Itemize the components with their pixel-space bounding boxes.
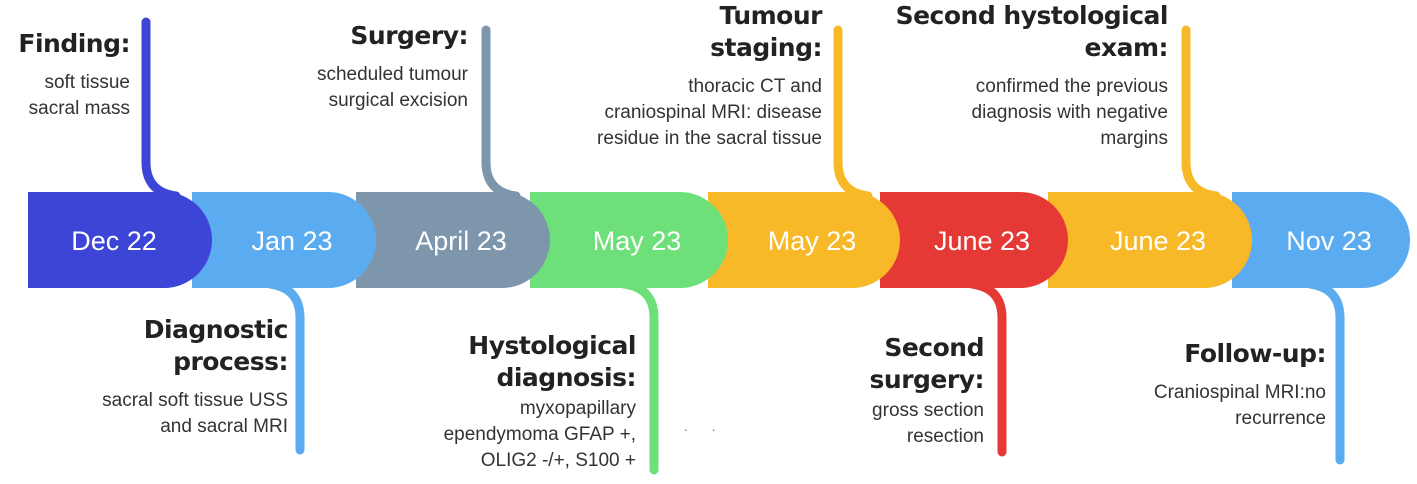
annotation-title-1: Finding: xyxy=(18,29,130,58)
timeline-segment-6 xyxy=(880,192,1068,288)
timeline-segment-3 xyxy=(356,192,550,288)
connector-3 xyxy=(481,25,521,201)
timeline-date-labels: Dec 22 Jan 23 April 23 May 23 May 23 June 23 J… xyxy=(71,226,1372,256)
timeline-segment-2 xyxy=(192,192,376,288)
annotation-title-8: Follow-up: xyxy=(1184,339,1326,368)
timeline-connectors xyxy=(141,17,1345,475)
date-label-6: June 23 xyxy=(934,226,1030,256)
stray-marks: . . xyxy=(684,418,726,434)
date-label-3: April 23 xyxy=(415,226,507,256)
connector-5 xyxy=(833,25,873,201)
timeline-segments xyxy=(28,192,1410,288)
timeline-segment-7 xyxy=(1048,192,1252,288)
timeline-segment-1 xyxy=(28,192,212,288)
annotation-title-3: Surgery: xyxy=(350,21,468,50)
connector-7 xyxy=(1181,25,1221,201)
timeline-segment-5 xyxy=(708,192,900,288)
timeline-segment-8 xyxy=(1232,192,1410,288)
timeline-segment-4 xyxy=(530,192,728,288)
connector-1 xyxy=(141,17,181,201)
date-label-8: Nov 23 xyxy=(1286,226,1372,256)
date-label-2: Jan 23 xyxy=(251,226,332,256)
date-label-1: Dec 22 xyxy=(71,226,157,256)
date-label-5: May 23 xyxy=(768,226,857,256)
date-label-7: June 23 xyxy=(1110,226,1206,256)
date-label-4: May 23 xyxy=(593,226,682,256)
